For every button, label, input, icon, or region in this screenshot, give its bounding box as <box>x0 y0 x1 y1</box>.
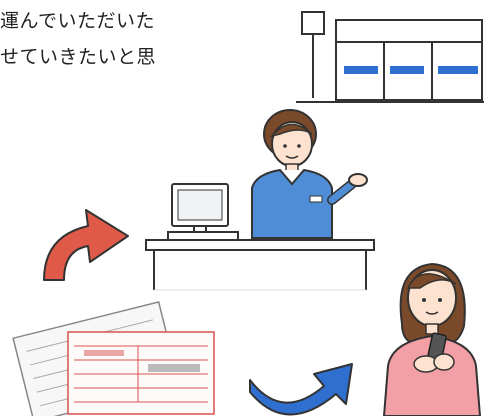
blue-curved-arrow-icon <box>249 363 353 416</box>
text-line-1: 運んでいただいた <box>0 10 156 32</box>
shipping-labels-icon <box>12 301 215 416</box>
customer-with-phone-icon <box>382 262 482 416</box>
text-line-2: せていきたいと思 <box>0 46 157 68</box>
staff-at-register-icon <box>145 109 375 291</box>
red-curved-arrow-icon <box>43 209 129 281</box>
convenience-store-icon <box>296 11 484 103</box>
